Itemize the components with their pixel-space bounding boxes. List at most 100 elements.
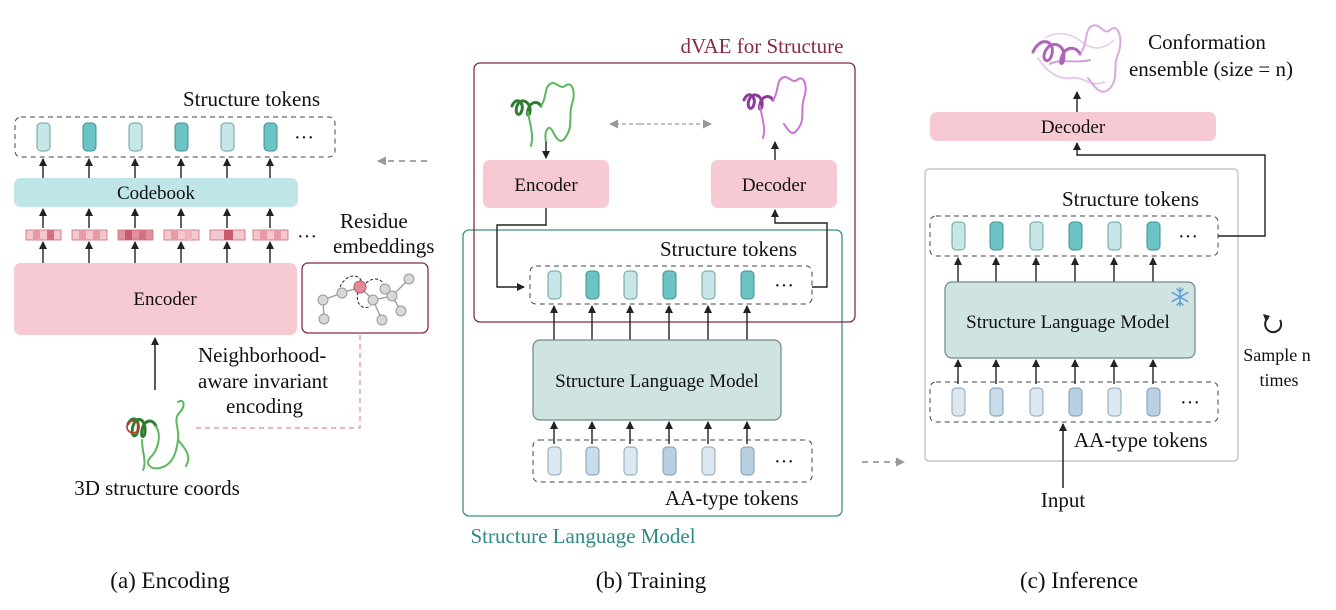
encoding-structure-token-row <box>36 122 278 152</box>
training-encoder-label: Encoder <box>514 175 578 196</box>
neighborhood-graph-icon <box>317 273 415 326</box>
structure-token <box>220 122 235 152</box>
training-encoder-box <box>483 160 609 208</box>
caption-training: (b) Training <box>596 568 707 593</box>
aa-token <box>1146 387 1161 417</box>
encoding-token-row-frame <box>14 116 336 158</box>
inference-aa-arrows <box>954 359 1157 384</box>
aa-token <box>547 446 562 476</box>
training-slm-arrows <box>550 305 751 340</box>
sample-label-line2: times <box>1260 370 1299 390</box>
caption-encoding: (a) Encoding <box>110 568 230 593</box>
caption-inference: (c) Inference <box>1020 568 1138 593</box>
inference-token-ellipsis: ··· <box>1178 226 1198 248</box>
aa-token <box>989 387 1004 417</box>
training-aa-tokens-label: AA-type tokens <box>665 486 799 510</box>
training-aa-token-row <box>547 446 755 476</box>
structure-token <box>585 270 600 300</box>
inference-aa-ellipsis: ··· <box>1180 392 1200 414</box>
inference-slm-box <box>944 281 1196 359</box>
embedding-ellipsis: ··· <box>297 226 317 248</box>
training-structure-token-row <box>547 270 755 300</box>
residue-embedding <box>163 229 200 241</box>
conformation-label-line2: ensemble (size = n) <box>1129 57 1293 81</box>
inference-aa-token-row <box>951 387 1161 417</box>
inference-aa-tokens-label: AA-type tokens <box>1074 428 1208 452</box>
residue-embeddings-label-line2: embeddings <box>333 234 434 258</box>
nbhd-label-line2: aware invariant <box>198 369 328 393</box>
structure-token <box>989 221 1004 251</box>
protein-structure-icon <box>510 82 575 147</box>
residue-embeddings-label-line1: Residue <box>340 209 408 233</box>
aa-token <box>1029 387 1044 417</box>
coords-label: 3D structure coords <box>74 476 240 500</box>
residue-embedding <box>209 229 246 241</box>
aa-token <box>585 446 600 476</box>
dvae-title: dVAE for Structure <box>681 34 844 58</box>
encoding-embedding-arrows <box>39 208 274 228</box>
training-decoder-label: Decoder <box>742 175 807 196</box>
structure-token <box>1107 221 1122 251</box>
inference-slm-arrows <box>954 257 1157 282</box>
graph-connector-line <box>195 335 361 429</box>
training-token-ellipsis: ··· <box>774 275 794 297</box>
residue-embedding <box>117 229 154 241</box>
inference-aa-row-frame <box>929 381 1219 423</box>
aa-token <box>662 446 677 476</box>
inference-decoder-box <box>930 112 1216 141</box>
aa-token <box>1068 387 1083 417</box>
tokens-to-decoder-path <box>771 209 828 288</box>
structure-token <box>1029 221 1044 251</box>
slm-frame-title: Structure Language Model <box>470 524 695 548</box>
panel-encoding: Structure tokens ··· Codebook <box>14 87 434 500</box>
inference-token-row-frame <box>929 215 1219 257</box>
nbhd-label-line3: encoding <box>226 394 303 418</box>
encoding-encoder-label: Encoder <box>133 289 197 310</box>
encoding-structure-tokens-label: Structure tokens <box>183 87 320 111</box>
structure-token <box>951 221 966 251</box>
training-slm-label: Structure Language Model <box>555 371 759 392</box>
structure-token <box>662 270 677 300</box>
structure-token <box>263 122 278 152</box>
aa-token <box>740 446 755 476</box>
structure-token <box>623 270 638 300</box>
training-token-row-frame <box>529 265 813 305</box>
aa-token <box>951 387 966 417</box>
residue-embedding <box>252 229 289 241</box>
neighborhood-graph-box <box>301 262 429 334</box>
input-label: Input <box>1041 488 1085 512</box>
aa-token <box>623 446 638 476</box>
inference-frame <box>924 168 1239 462</box>
structure-token <box>547 270 562 300</box>
snowflake-icon <box>1171 287 1189 307</box>
encoding-encoder-arrows <box>39 241 274 263</box>
structure-token <box>174 122 189 152</box>
structure-token <box>82 122 97 152</box>
protein-structure-icon <box>742 76 807 139</box>
structure-token <box>128 122 143 152</box>
panel-inference: Conformation ensemble (size = n) Decoder… <box>924 24 1311 512</box>
inference-tokens-to-decoder-path <box>1073 142 1266 237</box>
structure-token <box>1146 221 1161 251</box>
codebook-box <box>14 178 298 207</box>
inference-structure-token-row <box>951 221 1161 251</box>
codebook-label: Codebook <box>117 183 196 204</box>
encoding-encoder-box <box>14 263 297 335</box>
aa-token <box>1107 387 1122 417</box>
training-aa-ellipsis: ··· <box>774 451 794 473</box>
residue-embedding <box>71 229 108 241</box>
structure-token <box>740 270 755 300</box>
training-slm-box <box>532 339 782 421</box>
inference-decoder-label: Decoder <box>1041 117 1106 138</box>
training-structure-tokens-label: Structure tokens <box>660 237 797 261</box>
protein-structure-icon <box>126 400 190 471</box>
structure-token <box>1068 221 1083 251</box>
dvae-frame <box>473 62 856 323</box>
residue-embedding-row <box>25 229 289 241</box>
inference-slm-label: Structure Language Model <box>966 312 1170 333</box>
training-aa-row-frame <box>532 439 813 483</box>
encoding-token-ellipsis: ··· <box>294 127 314 149</box>
structure-token <box>701 270 716 300</box>
inference-structure-tokens-label: Structure tokens <box>1062 187 1199 211</box>
